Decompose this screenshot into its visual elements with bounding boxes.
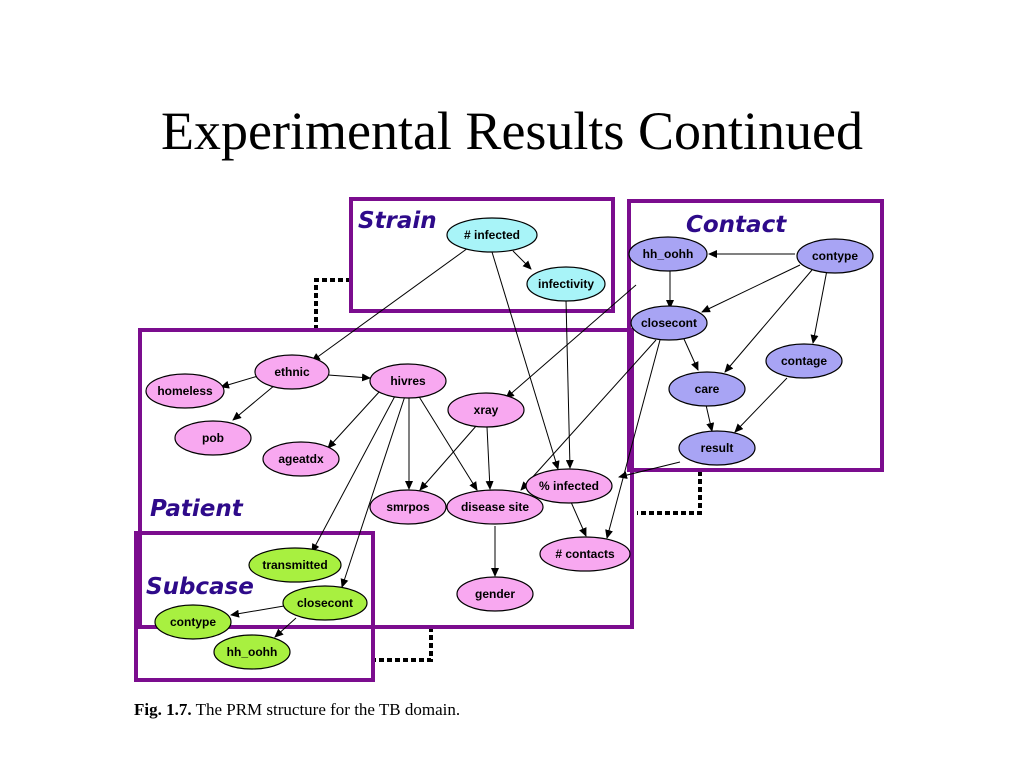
- edge: [311, 247, 469, 362]
- edge: [485, 426, 494, 490]
- edge: [734, 377, 788, 433]
- connector-strain-patient: [314, 278, 351, 330]
- contact-node-contype: contype: [796, 238, 874, 274]
- strain-frame: [349, 197, 615, 313]
- edge: [810, 269, 828, 344]
- contact-frame: [627, 199, 884, 472]
- svg-text:infectivity: infectivity: [538, 277, 594, 291]
- patient-node-pct-infected: % infected: [525, 468, 613, 504]
- class-connectors: [314, 278, 702, 662]
- subcase-node-transmitted: transmitted: [248, 547, 342, 583]
- edge: [570, 501, 587, 537]
- edge: [327, 373, 371, 382]
- subcase-node-closecont: closecont: [282, 585, 368, 621]
- patient-node-ethnic: ethnic: [254, 354, 330, 390]
- svg-text:homeless: homeless: [157, 384, 213, 398]
- svg-text:% infected: % infected: [539, 479, 599, 493]
- edge: [565, 299, 574, 469]
- edge: [701, 264, 801, 313]
- svg-text:gender: gender: [475, 587, 515, 601]
- edge: [520, 339, 657, 491]
- edge: [683, 338, 699, 371]
- patient-node-homeless: homeless: [145, 373, 225, 409]
- svg-text:smrpos: smrpos: [386, 500, 430, 514]
- edge: [724, 269, 813, 373]
- connector-contact-patient: [637, 471, 702, 515]
- patient-node-pob: pob: [174, 420, 252, 456]
- patient-node-smrpos: smrpos: [369, 489, 447, 525]
- contact-node-hh-oohh: hh_oohh: [628, 236, 708, 272]
- patient-node-xray: xray: [447, 392, 525, 428]
- patient-node-n-contacts: # contacts: [539, 536, 631, 572]
- subcase-node-hh-oohh: hh_oohh: [213, 634, 291, 670]
- svg-text:hh_oohh: hh_oohh: [643, 247, 694, 261]
- strain-class-label: Strain: [358, 208, 437, 234]
- svg-text:ageatdx: ageatdx: [278, 452, 324, 466]
- contact-node-care: care: [668, 371, 746, 407]
- patient-frame: [138, 328, 634, 629]
- svg-text:xray: xray: [474, 403, 499, 417]
- svg-text:ethnic: ethnic: [274, 365, 310, 379]
- class-frames: [134, 197, 884, 682]
- edge: [512, 250, 532, 270]
- edge: [605, 339, 661, 539]
- edge: [311, 395, 396, 553]
- patient-node-disease-site: disease site: [446, 489, 544, 525]
- patient-node-hivres: hivres: [369, 363, 447, 399]
- patient-node-ageatdx: ageatdx: [262, 441, 340, 477]
- svg-text:hh_oohh: hh_oohh: [227, 645, 278, 659]
- subcase-class-label: Subcase: [146, 574, 254, 600]
- contact-class-label: Contact: [686, 212, 787, 238]
- edge: [618, 461, 681, 479]
- svg-text:hivres: hivres: [390, 374, 426, 388]
- edge: [232, 384, 276, 421]
- subcase-frame: [134, 531, 375, 682]
- svg-text:pob: pob: [202, 431, 224, 445]
- subcase-node-contype: contype: [154, 604, 232, 640]
- edge: [340, 395, 406, 588]
- figure-caption: Fig. 1.7. The PRM structure for the TB d…: [134, 700, 460, 720]
- svg-text:closecont: closecont: [641, 316, 697, 330]
- svg-text:contype: contype: [812, 249, 858, 263]
- connector-patient-subcase: [374, 627, 433, 662]
- edge: [274, 617, 297, 638]
- svg-text:# contacts: # contacts: [555, 547, 615, 561]
- edge: [417, 394, 478, 491]
- strain-node-n-infected: # infected: [446, 217, 538, 253]
- patient-class-label: Patient: [150, 496, 244, 522]
- contact-node-result: result: [678, 430, 756, 466]
- patient-node-gender: gender: [456, 576, 534, 612]
- svg-text:transmitted: transmitted: [262, 558, 327, 572]
- edge: [419, 424, 478, 491]
- edge: [505, 284, 637, 399]
- contact-node-closecont: closecont: [630, 305, 708, 341]
- svg-text:result: result: [701, 441, 734, 455]
- svg-text:contype: contype: [170, 615, 216, 629]
- slide-title: Experimental Results Continued: [161, 101, 863, 161]
- svg-text:contage: contage: [781, 354, 827, 368]
- svg-text:# infected: # infected: [464, 228, 520, 242]
- edge: [220, 375, 259, 389]
- edge: [491, 251, 560, 470]
- figure-caption-text: The PRM structure for the TB domain.: [195, 700, 461, 719]
- contact-node-contage: contage: [765, 343, 843, 379]
- svg-text:closecont: closecont: [297, 596, 353, 610]
- edge: [705, 404, 715, 432]
- strain-node-infectivity: infectivity: [526, 266, 606, 302]
- svg-text:care: care: [695, 382, 720, 396]
- edge: [230, 605, 285, 618]
- svg-text:disease site: disease site: [461, 500, 529, 514]
- figure-number: Fig. 1.7.: [134, 700, 192, 719]
- edges: [220, 247, 828, 638]
- edge: [327, 390, 381, 449]
